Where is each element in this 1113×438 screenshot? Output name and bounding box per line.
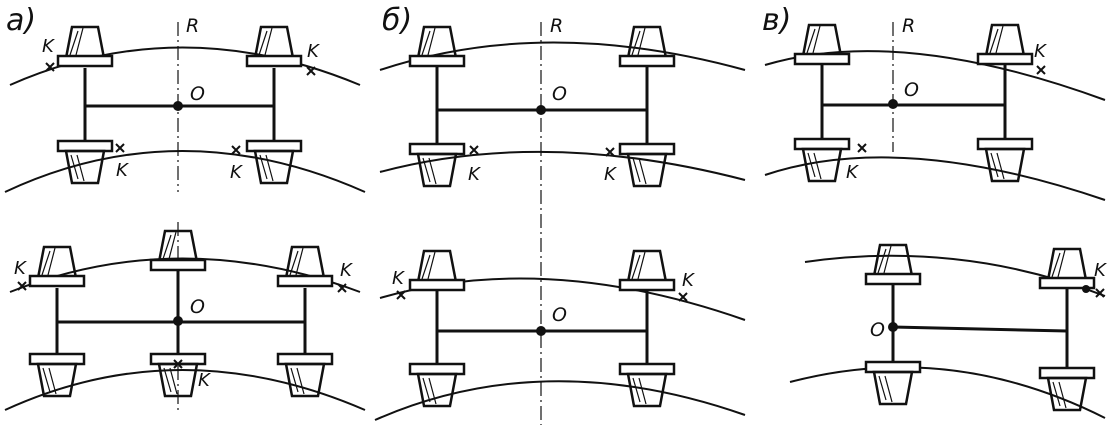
center-label: O <box>552 304 567 326</box>
panel-label-a: а) <box>6 3 36 38</box>
contact-label: K <box>116 160 129 181</box>
contact-label: K <box>198 370 211 391</box>
radius-label: R <box>186 15 199 37</box>
panel-b-top-unit: O K K <box>379 25 746 188</box>
center-point <box>173 101 183 111</box>
contact-label: K <box>340 260 353 281</box>
center-label: O <box>904 79 919 101</box>
rail-outer <box>9 46 361 86</box>
rail-inner <box>379 150 746 181</box>
panel-b: б) R O K K O <box>374 3 746 425</box>
center-point <box>536 326 546 336</box>
contact-label: K <box>682 270 695 291</box>
panel-a-top-unit: R O K K K K <box>4 15 366 193</box>
rail-inner <box>764 156 1106 201</box>
contact-label: K <box>846 162 859 183</box>
contact-point <box>1082 285 1090 293</box>
panel-c: в) R O K K <box>762 3 1107 419</box>
panel-c-top-unit: R O K K <box>764 15 1106 201</box>
panel-label-c: в) <box>762 3 791 38</box>
center-point <box>173 316 183 326</box>
rail-inner <box>374 380 746 421</box>
contact-label: K <box>392 268 405 289</box>
radius-label: R <box>902 15 915 37</box>
contact-label: K <box>604 164 617 185</box>
panel-b-bottom-unit: O K K <box>374 249 746 421</box>
center-label: O <box>552 83 567 105</box>
contact-label: K <box>468 164 481 185</box>
panel-a-bottom-unit: O K K K <box>4 222 366 412</box>
contact-label: K <box>1094 260 1107 281</box>
contact-label: K <box>1034 41 1047 62</box>
rail-inner <box>4 369 366 411</box>
center-point <box>536 105 546 115</box>
center-point <box>888 99 898 109</box>
frame-beam <box>892 325 1068 333</box>
rail-inner <box>4 150 366 193</box>
contact-label: K <box>42 36 55 57</box>
center-label: O <box>870 319 885 341</box>
contact-label: K <box>307 41 320 62</box>
center-label: O <box>190 296 205 318</box>
panel-c-bottom-unit: O K <box>789 243 1107 419</box>
panel-a: а) R O K K K K <box>4 3 366 412</box>
contact-label: K <box>230 162 243 183</box>
rail-outer <box>804 254 1106 297</box>
center-point <box>888 322 898 332</box>
radius-label: R <box>550 15 563 37</box>
contact-label: K <box>14 258 27 279</box>
panel-label-b: б) <box>382 3 412 38</box>
center-label: O <box>190 83 205 105</box>
